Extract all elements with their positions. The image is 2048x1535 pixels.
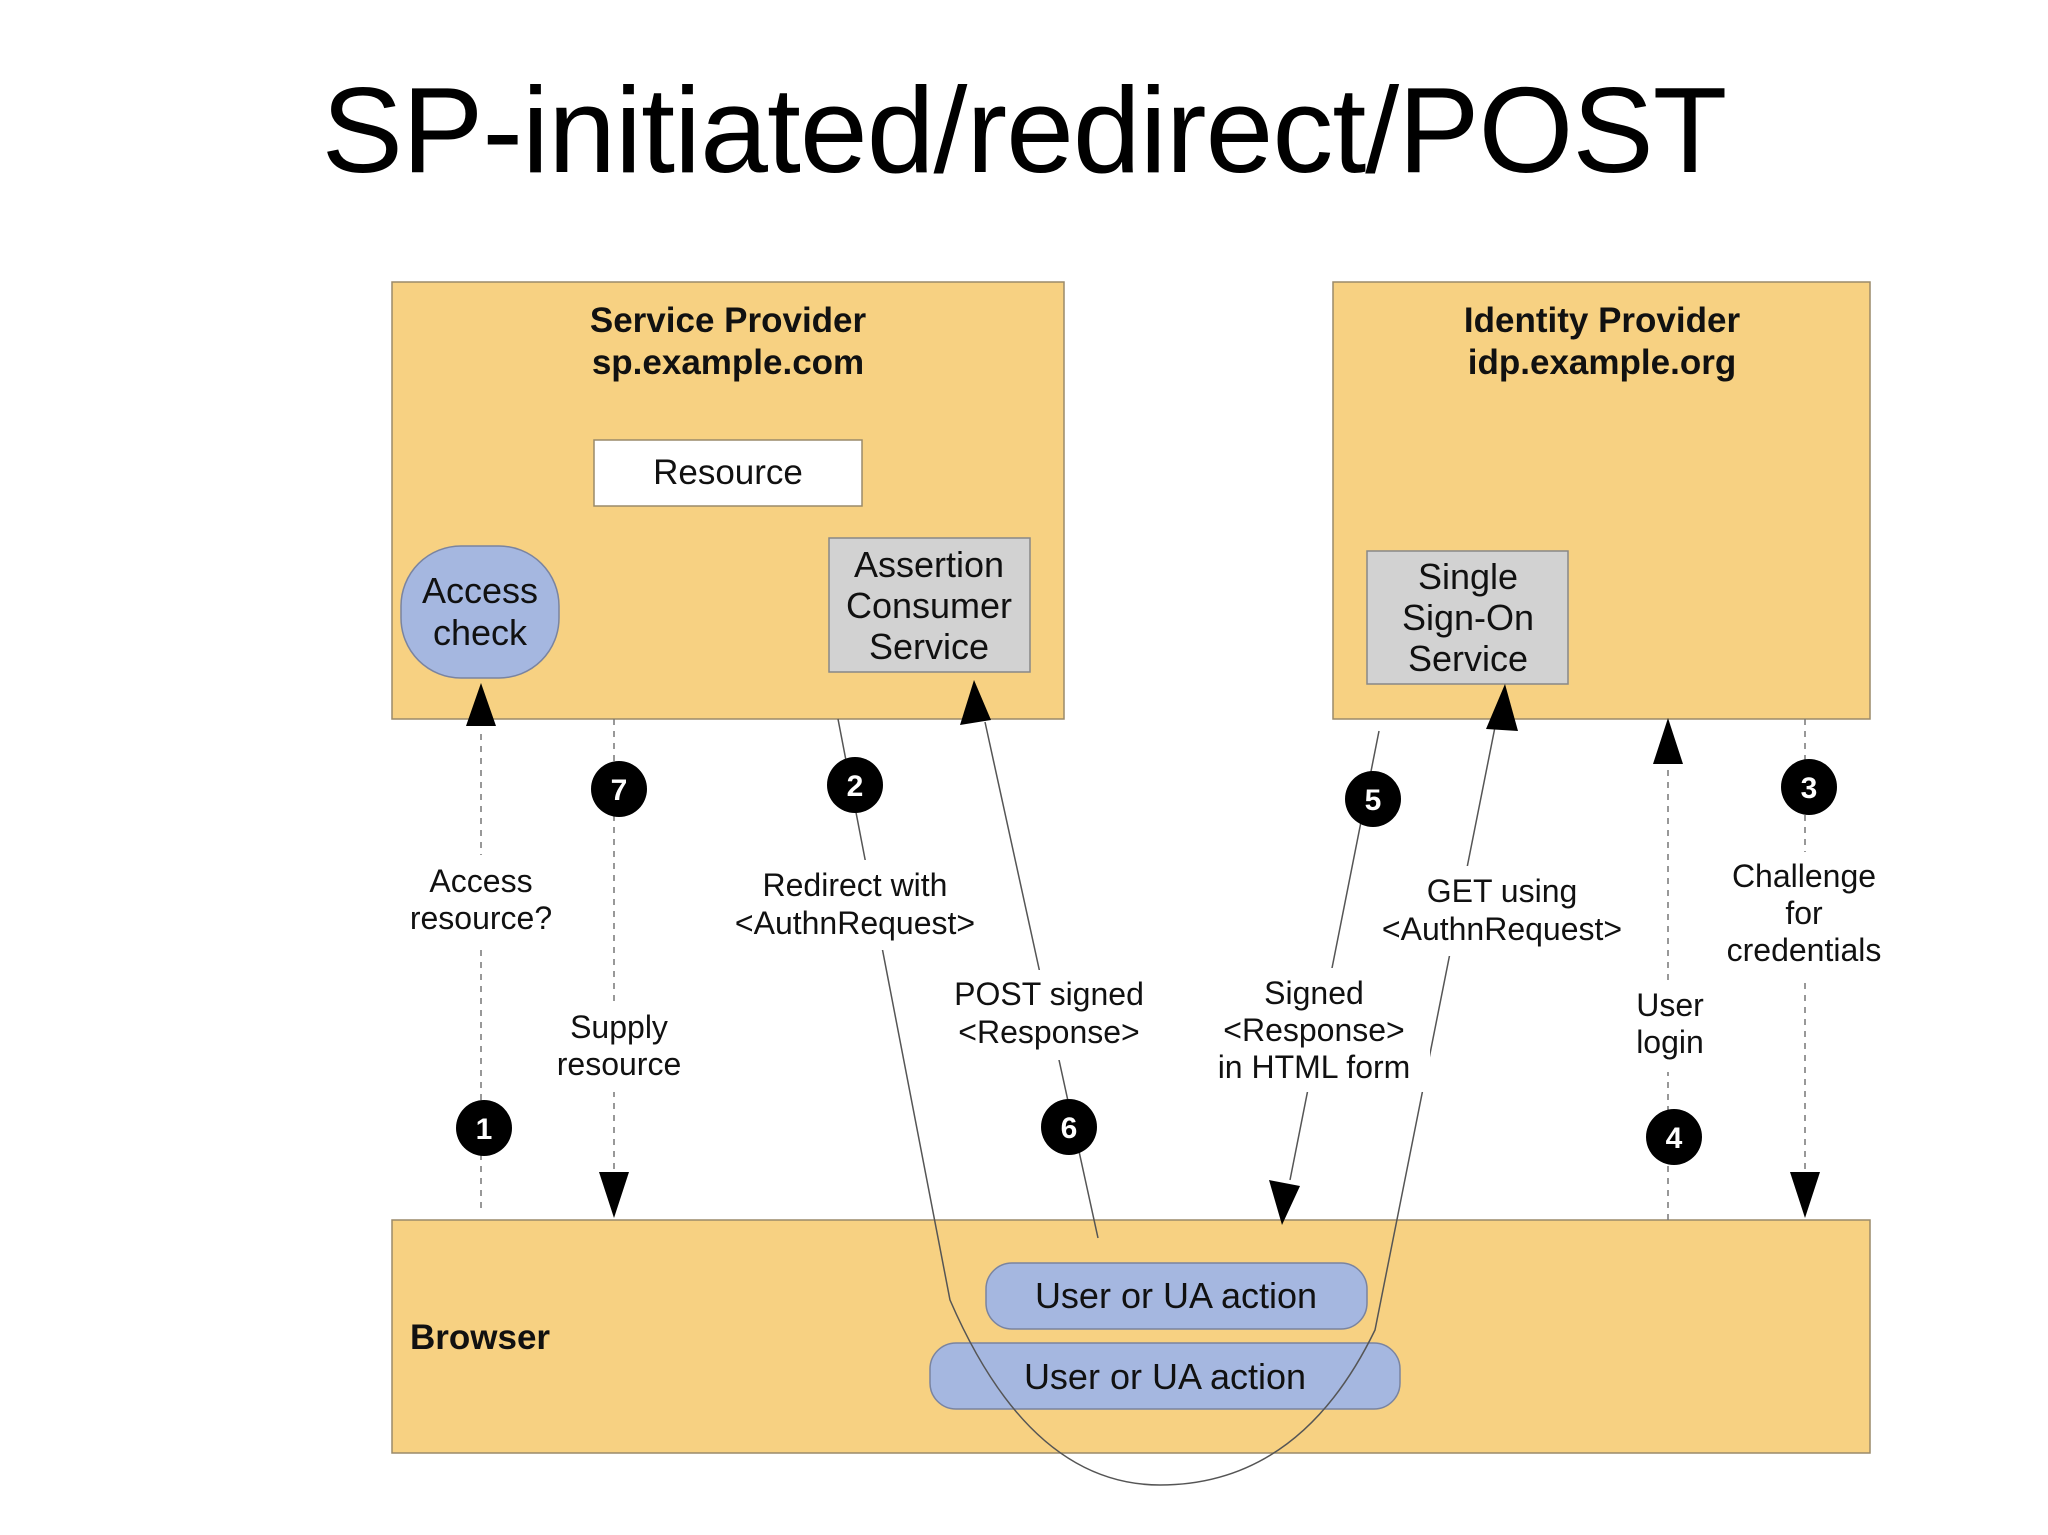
step-5-number: 5 [1365, 784, 1382, 817]
access-check-line-2: check [433, 612, 528, 653]
step-3-arrowhead [1790, 1172, 1820, 1218]
step-7-number: 7 [611, 774, 628, 807]
step-7-arrowhead [599, 1172, 629, 1218]
step-6-label-line-2: <Response> [958, 1014, 1139, 1050]
sso-box [1366, 550, 1569, 685]
acs-line-3: Service [869, 626, 989, 667]
step-7-label-line-1: Supply [570, 1009, 668, 1045]
page-title: SP-initiated/redirect/POST [321, 62, 1728, 198]
step-1-label-line-2: resource? [410, 900, 552, 936]
step-5-label-line-3: in HTML form [1218, 1049, 1411, 1085]
step-3-number: 3 [1801, 772, 1818, 805]
step-3-label-bg [1715, 852, 1895, 980]
step-2-label-line-2: <AuthnRequest> [735, 905, 975, 941]
step-6-arrowhead [960, 680, 991, 725]
resource-box [593, 439, 863, 507]
step-5-label-line-1: Signed [1264, 975, 1364, 1011]
step-3-label-line-2: for [1785, 895, 1823, 931]
identity-provider-host: idp.example.org [1468, 343, 1736, 382]
sso-line-1: Single [1418, 556, 1518, 597]
acs-line-2: Consumer [846, 585, 1012, 626]
step-5-label-bg [1205, 968, 1430, 1092]
step-1-label-line-1: Access [429, 863, 532, 899]
step-2-number: 2 [847, 770, 864, 803]
step-3-label-line-1: Challenge [1732, 858, 1876, 894]
step-4-label-line-1: User [1636, 987, 1704, 1023]
acs-box [828, 537, 1031, 673]
identity-provider-name: Identity Provider [1464, 301, 1741, 340]
step-1-label-bg [400, 855, 560, 945]
step-2-badge [827, 757, 883, 813]
step-4-number: 4 [1666, 1122, 1683, 1155]
sso-line-3: Service [1408, 638, 1528, 679]
access-check-line-1: Access [422, 570, 538, 611]
step-5-label-line-2: <Response> [1223, 1012, 1404, 1048]
step-5-arrowhead [1269, 1180, 1300, 1225]
user-action-label-1: User or UA action [1035, 1275, 1317, 1316]
step-2-redirect-curve [837, 711, 1499, 1486]
acs-line-1: Assertion [854, 544, 1004, 585]
browser-label: Browser [410, 1318, 550, 1357]
get-authn-label-line-1: GET using [1427, 873, 1578, 909]
step-7-badge [591, 761, 647, 817]
user-action-pill-1 [985, 1262, 1368, 1330]
step-5-badge [1345, 771, 1401, 827]
step-4-badge [1646, 1109, 1702, 1165]
get-authn-label-line-2: <AuthnRequest> [1382, 911, 1622, 947]
step-7-label-bg [540, 1002, 690, 1092]
step-6-number: 6 [1061, 1112, 1078, 1145]
step-4-label-bg [1615, 980, 1725, 1072]
service-provider-host: sp.example.com [592, 343, 864, 382]
user-action-label-2: User or UA action [1024, 1356, 1306, 1397]
step-6-label-line-1: POST signed [954, 976, 1144, 1012]
get-authn-label-bg [1370, 866, 1640, 956]
step-6-label-bg [935, 970, 1160, 1060]
access-check-pill [400, 545, 560, 679]
step-1-number: 1 [476, 1113, 493, 1146]
step-1-badge [456, 1100, 512, 1156]
step-4-label-line-2: login [1636, 1024, 1704, 1060]
step-6-badge [1041, 1099, 1097, 1155]
resource-label: Resource [653, 453, 803, 492]
step-2-arrowhead [1486, 684, 1518, 731]
user-action-pill-2 [929, 1342, 1401, 1410]
step-2-label-line-1: Redirect with [763, 867, 948, 903]
browser-box [391, 1219, 1871, 1454]
step-7-label-line-2: resource [557, 1046, 682, 1082]
step-3-badge [1781, 759, 1837, 815]
service-provider-name: Service Provider [590, 301, 867, 340]
step-3-label-line-3: credentials [1727, 932, 1882, 968]
step-1-arrowhead [466, 683, 496, 726]
step-4-arrowhead [1653, 718, 1683, 764]
sso-line-2: Sign-On [1402, 597, 1534, 638]
step-2-label-bg [725, 860, 985, 950]
